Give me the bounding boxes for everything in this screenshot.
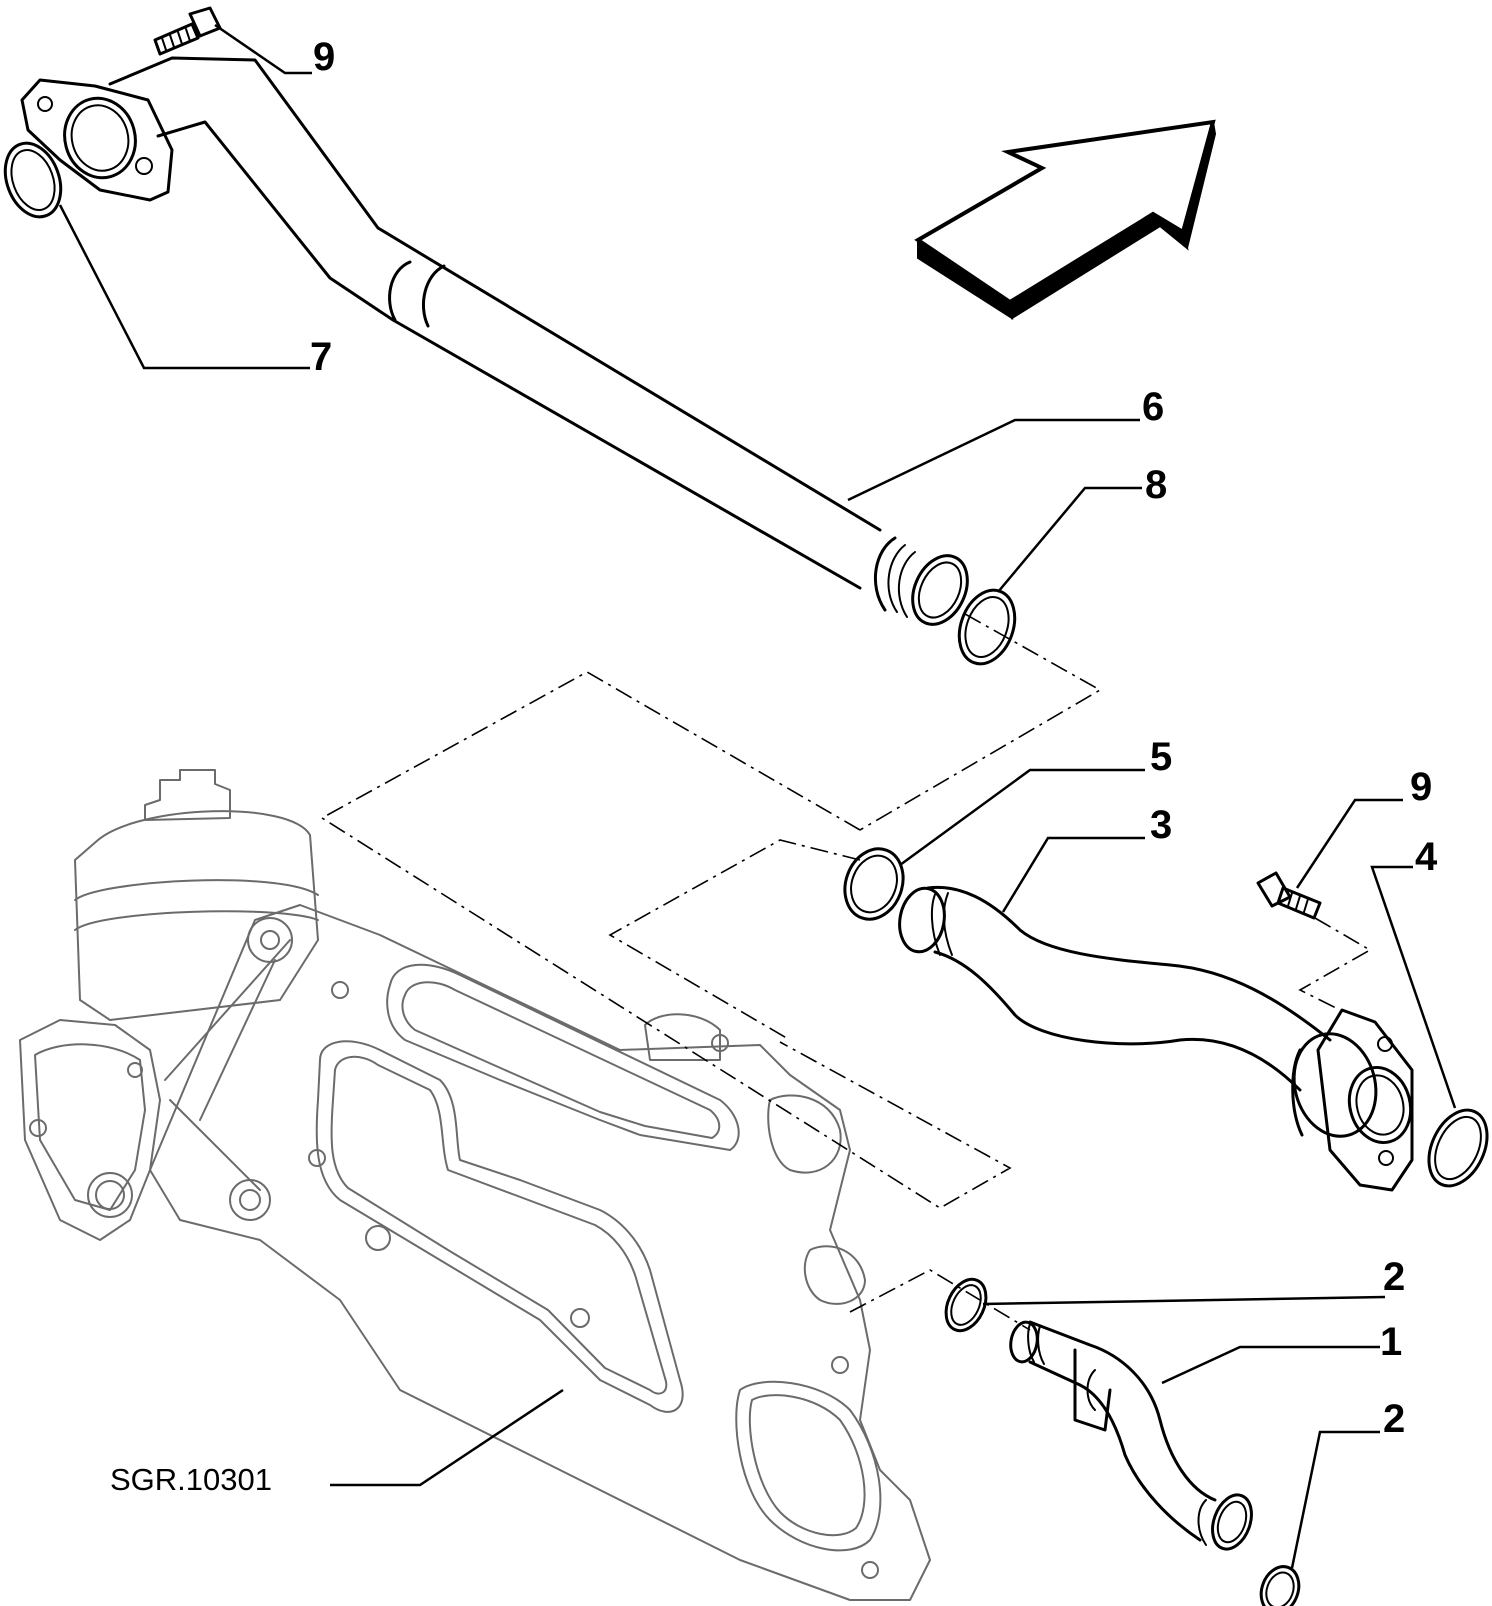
direction-arrow-icon: [914, 119, 1217, 320]
bolt-right-part: [1256, 871, 1322, 920]
oil-filter-housing: [19, 769, 931, 1601]
callout-2-lower: 2: [1383, 1397, 1405, 1441]
o-ring-2-lower-part: [1259, 1565, 1301, 1606]
bolt-top-part: [153, 6, 222, 56]
leader-lines: [58, 23, 1457, 1569]
reference-code: SGR.10301: [110, 1462, 272, 1497]
callout-9-right: 9: [1410, 765, 1432, 809]
tube-6-part: [20, 56, 969, 626]
o-ring-4-part: [1427, 1108, 1489, 1188]
tube-3-part: [898, 885, 1414, 1192]
callout-8: 8: [1145, 463, 1167, 507]
assembly-guide-lines: [320, 613, 1372, 1331]
o-ring-5-part: [843, 847, 905, 921]
callout-labels: 9 7 6 8 5 3 9 4 2 1 2 SGR.10301: [110, 35, 1438, 1497]
callout-5: 5: [1150, 735, 1172, 779]
callout-3: 3: [1150, 803, 1172, 847]
o-ring-2-upper-part: [944, 1277, 988, 1333]
o-ring-7-part: [3, 141, 63, 219]
callout-9-top: 9: [313, 35, 335, 79]
callout-2-upper: 2: [1383, 1255, 1405, 1299]
callout-4: 4: [1415, 835, 1438, 879]
tube-1-part: [1009, 1320, 1253, 1551]
callout-6: 6: [1142, 385, 1164, 429]
callout-1: 1: [1380, 1320, 1402, 1364]
callout-7: 7: [310, 335, 332, 379]
